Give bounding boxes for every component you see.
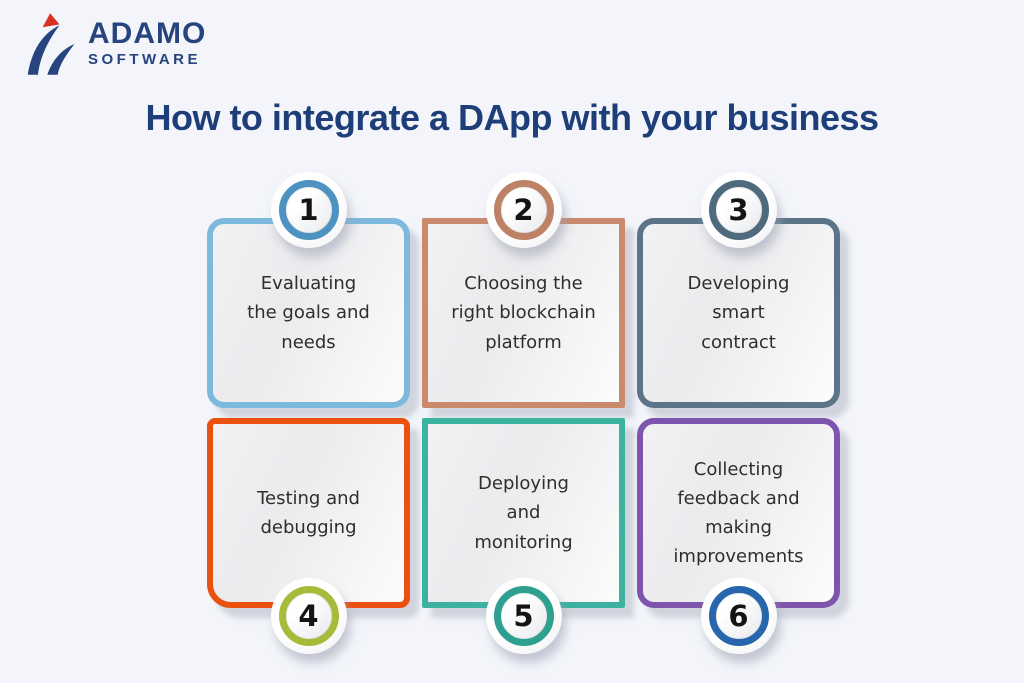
step-number: 5 xyxy=(513,598,534,633)
page-title: How to integrate a DApp with your busine… xyxy=(145,97,879,138)
step-1-number-badge: 1 xyxy=(270,172,347,248)
step-number: 3 xyxy=(728,192,749,227)
step-card-6: 6 Collecting feedback and making improve… xyxy=(637,418,840,654)
step-label: Collecting feedback and making improveme… xyxy=(673,458,804,568)
logo-subtitle: SOFTWARE xyxy=(88,51,201,68)
step-5-ring: 5 xyxy=(493,586,554,646)
logo-icon xyxy=(27,13,75,75)
step-5-number-badge: 5 xyxy=(485,578,562,654)
step-card-4: 4 Testing and debugging xyxy=(207,418,410,654)
step-2-number-badge: 2 xyxy=(485,172,562,248)
step-6-number-badge: 6 xyxy=(700,578,777,654)
step-1-box: Evaluating the goals and needs xyxy=(207,218,410,408)
steps-grid: 1 Evaluating the goals and needs 2 Choos… xyxy=(207,172,840,654)
step-4-box: Testing and debugging xyxy=(207,418,410,608)
step-label: Deploying and monitoring xyxy=(474,473,573,553)
step-number: 2 xyxy=(513,192,534,227)
step-4-ring: 4 xyxy=(278,586,339,646)
step-card-2: 2 Choosing the right blockchain platform xyxy=(422,172,625,408)
logo-text: ADAMO SOFTWARE xyxy=(88,19,206,69)
step-number: 1 xyxy=(298,192,319,227)
step-label: Testing and debugging xyxy=(257,487,360,538)
step-3-number-badge: 3 xyxy=(700,172,777,248)
step-1-ring: 1 xyxy=(278,180,339,240)
step-label: Evaluating the goals and needs xyxy=(247,273,370,353)
logo: ADAMO SOFTWARE xyxy=(24,12,206,76)
step-6-ring: 6 xyxy=(708,586,769,646)
step-3-ring: 3 xyxy=(708,180,769,240)
step-6-box: Collecting feedback and making improveme… xyxy=(637,418,840,608)
step-2-ring: 2 xyxy=(493,180,554,240)
step-number: 6 xyxy=(728,598,749,633)
step-label: Developing smart contract xyxy=(687,273,790,353)
step-5-box: Deploying and monitoring xyxy=(422,418,625,608)
step-number: 4 xyxy=(298,598,319,633)
logo-name: ADAMO xyxy=(88,17,207,50)
step-2-box: Choosing the right blockchain platform xyxy=(422,218,625,408)
step-4-number-badge: 4 xyxy=(270,578,347,654)
step-card-1: 1 Evaluating the goals and needs xyxy=(207,172,410,408)
step-3-box: Developing smart contract xyxy=(637,218,840,408)
step-label: Choosing the right blockchain platform xyxy=(451,273,596,353)
step-card-5: 5 Deploying and monitoring xyxy=(422,418,625,654)
step-card-3: 3 Developing smart contract xyxy=(637,172,840,408)
